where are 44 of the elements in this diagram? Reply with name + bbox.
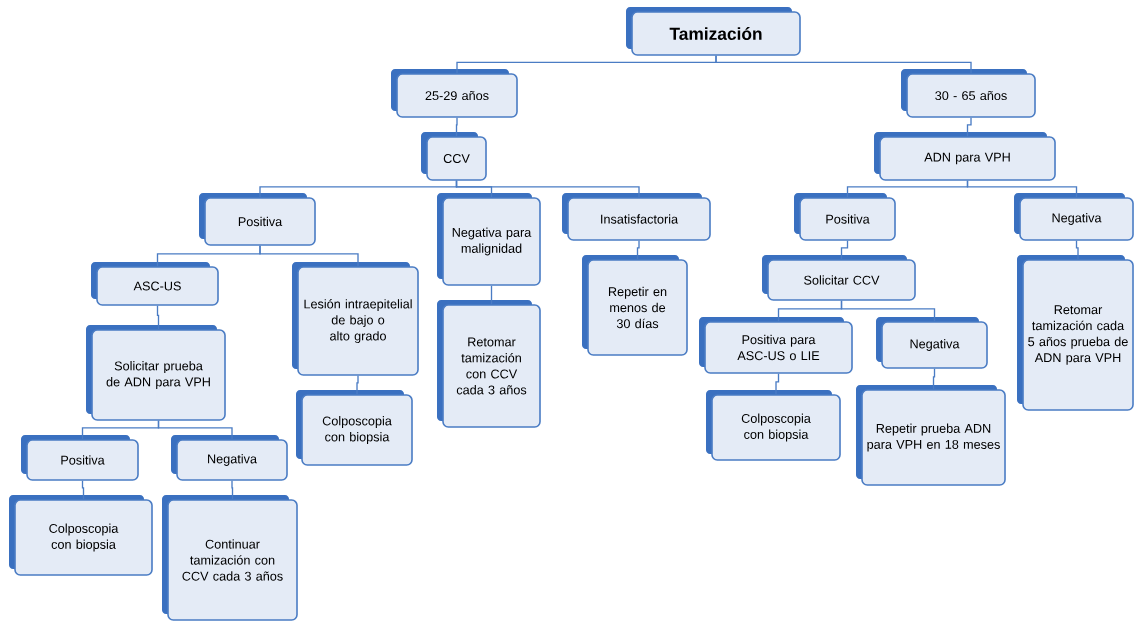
process-box: Repetir en menos de 30 días <box>582 255 688 356</box>
connector-line <box>636 240 640 260</box>
connector-line <box>490 285 493 305</box>
connector-line <box>455 180 640 198</box>
connector-line <box>157 420 233 440</box>
connector-line <box>356 375 359 395</box>
process-box: Positiva para ASC-US o LIE <box>699 317 853 374</box>
connector-line <box>775 373 780 395</box>
connector-line <box>840 300 936 322</box>
process-box: Negativa para malignidad <box>437 193 541 286</box>
process-box: Solicitar CCV <box>762 255 916 301</box>
connector-line <box>1075 240 1079 260</box>
process-box: Lesión intraepitelial de bajo o alto grado <box>292 262 419 376</box>
process-box: 25-29 años <box>391 69 518 118</box>
process-box: Negativa <box>876 317 988 369</box>
process-box: Repetir prueba ADN para VPH en 18 meses <box>856 385 1006 486</box>
process-box: Negativa <box>1014 193 1134 241</box>
connector-line <box>156 305 160 330</box>
connector-line <box>932 368 936 390</box>
connector-line <box>81 480 85 500</box>
process-box: Colposcopia con biopsia <box>706 390 841 461</box>
connector-line <box>231 480 234 500</box>
process-box: Positiva <box>794 193 896 241</box>
connector-line <box>966 117 972 137</box>
process-box: Insatisfactoria <box>562 193 711 241</box>
process-box: Colposcopia con biopsia <box>9 495 153 576</box>
process-box: Negativa <box>171 435 288 481</box>
process-box: ASC-US <box>91 262 219 306</box>
process-box: Continuar tamización con CCV cada 3 años <box>162 495 298 621</box>
process-box: ADN para VPH <box>874 132 1056 181</box>
connector-line <box>715 55 972 74</box>
process-box: Solicitar prueba de ADN para VPH <box>86 325 226 421</box>
connector-line <box>840 240 849 260</box>
process-box: CCV <box>421 132 487 181</box>
process-box: Positiva <box>199 193 316 246</box>
process-box: Tamización <box>626 7 801 56</box>
process-box: 30 - 65 años <box>901 69 1036 118</box>
process-box: Retomar tamización cada 5 años prueba de ADN para VPH <box>1017 255 1134 411</box>
process-box: Retomar tamización con CCV cada 3 años <box>437 300 541 428</box>
process-box: Positiva <box>21 435 139 481</box>
connector-line <box>966 180 1078 198</box>
connector-line <box>455 117 458 137</box>
process-box: Colposcopia con biopsia <box>296 390 413 466</box>
connector-line <box>259 245 359 267</box>
